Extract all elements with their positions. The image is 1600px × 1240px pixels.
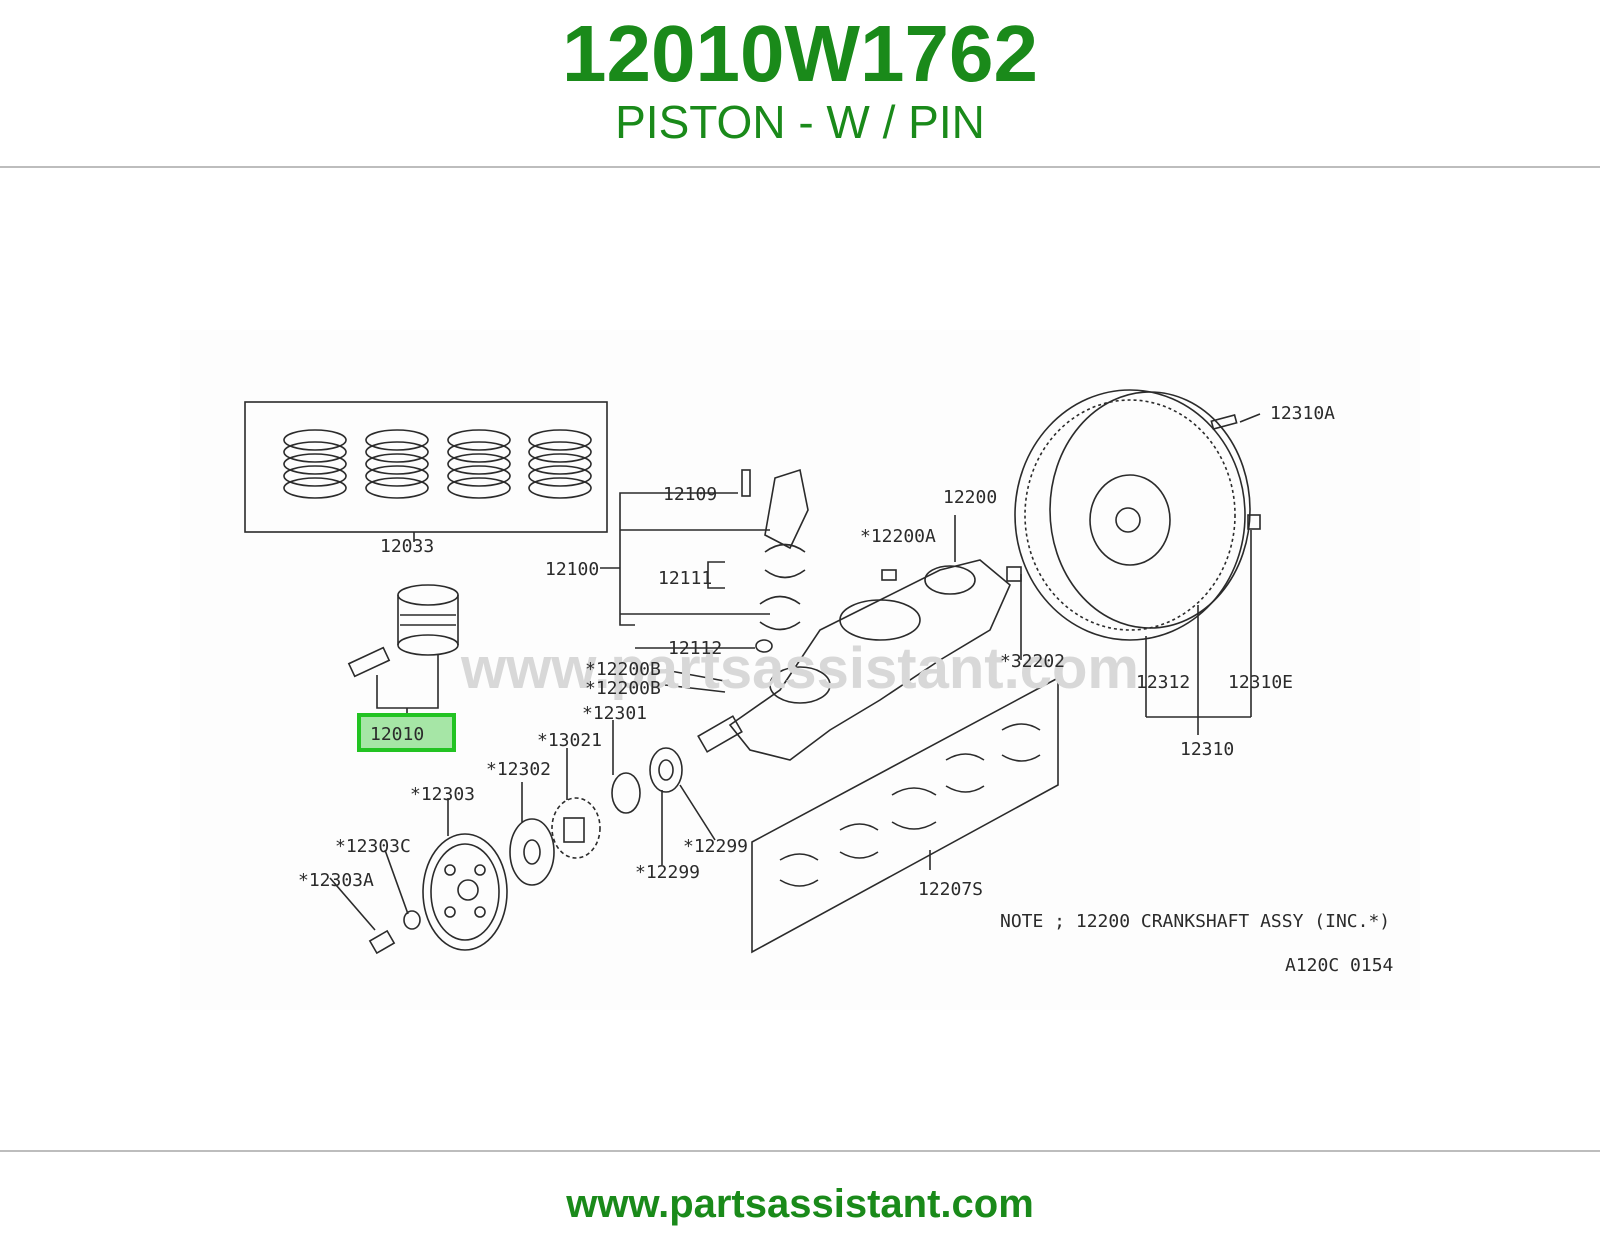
exploded-view-svg: www.partsassistant.com 12010 12033 12100… <box>244 389 1393 976</box>
callout-12100[interactable]: 12100 <box>545 559 599 580</box>
callout-12207s[interactable]: 12207S <box>918 879 983 900</box>
main-bearing-set-frame <box>751 676 1059 954</box>
callout-12109[interactable]: 12109 <box>663 484 717 505</box>
parts-diagram: www.partsassistant.com 12010 12033 12100… <box>180 330 1420 1010</box>
callout-12303a[interactable]: *12303A <box>298 870 374 891</box>
callout-13021[interactable]: *13021 <box>537 730 602 751</box>
piston-illustration <box>347 584 459 678</box>
callout-12303[interactable]: *12303 <box>410 784 475 805</box>
callout-12299-2[interactable]: *12299 <box>635 862 700 883</box>
callout-32202[interactable]: *32202 <box>1000 651 1065 672</box>
callout-12310[interactable]: 12310 <box>1180 739 1234 760</box>
piston-ring-set-illustration <box>283 429 592 499</box>
callout-12200a[interactable]: *12200A <box>860 526 936 547</box>
callout-12112[interactable]: 12112 <box>668 638 722 659</box>
main-bearing-shells-illustration <box>779 723 1041 887</box>
callout-12310a[interactable]: 12310A <box>1270 403 1335 424</box>
pin-12200a <box>881 569 897 581</box>
ring-set-frame <box>244 401 608 533</box>
highlighted-callout-box[interactable] <box>357 713 456 752</box>
callout-12312[interactable]: 12312 <box>1136 672 1190 693</box>
connecting-rod-illustration <box>741 468 809 653</box>
callout-12033[interactable]: 12033 <box>380 536 434 557</box>
header-divider <box>0 166 1600 168</box>
timing-gear-illustration <box>509 747 683 886</box>
callout-12299-1[interactable]: *12299 <box>683 836 748 857</box>
callout-12303c[interactable]: *12303C <box>335 836 411 857</box>
figure-code: A120C 0154 <box>1285 955 1393 976</box>
crank-pulley-illustration <box>368 833 508 955</box>
callout-12301[interactable]: *12301 <box>582 703 647 724</box>
diagram-note: NOTE ; 12200 CRANKSHAFT ASSY (INC.*) <box>1000 911 1390 932</box>
callout-12200b-1[interactable]: *12200B <box>585 659 661 680</box>
callout-12111[interactable]: 12111 <box>658 568 712 589</box>
flywheel-illustration <box>1014 389 1261 641</box>
callout-12010[interactable]: 12010 <box>370 724 424 745</box>
part-number-title: 12010W1762 <box>562 9 1038 98</box>
footer-divider <box>0 1150 1600 1152</box>
part-name-subtitle: PISTON - W / PIN <box>615 96 985 148</box>
footer-website-link[interactable]: www.partsassistant.com <box>566 1182 1034 1226</box>
callout-12310e[interactable]: 12310E <box>1228 672 1293 693</box>
watermark-text: www.partsassistant.com <box>460 636 1139 701</box>
callout-12302[interactable]: *12302 <box>486 759 551 780</box>
callout-12200b-2[interactable]: *12200B <box>585 678 661 699</box>
callout-12200[interactable]: 12200 <box>943 487 997 508</box>
